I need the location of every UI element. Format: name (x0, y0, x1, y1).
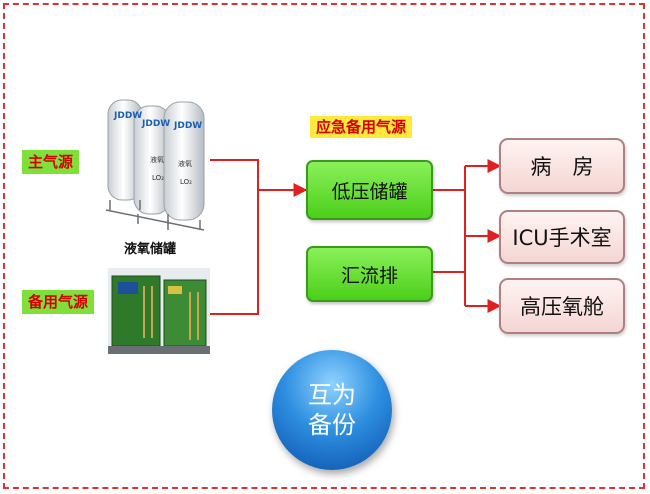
main-source-label: 主气源 (22, 150, 80, 174)
low-pressure-tank-text: 低压储罐 (331, 180, 408, 203)
tank-caption: 液氧储罐 (124, 242, 177, 257)
icu-or-text: ICU手术室 (512, 226, 612, 250)
tank-text-3: 液氧 (178, 159, 192, 168)
hyperbaric-text: 高压氧舱 (520, 295, 604, 319)
tank-badge-1: JDDW (113, 111, 142, 121)
tank-text-4: LO₂ (180, 178, 192, 186)
backup-source-connector (210, 190, 259, 315)
tank-badge-2: JDDW (141, 119, 170, 129)
tank-text-2: LO₂ (152, 174, 164, 182)
hyperbaric-node: 高压氧舱 (499, 278, 625, 334)
manifold-text: 汇流排 (340, 264, 398, 287)
backup-source-label: 备用气源 (22, 290, 95, 314)
tank-text-1: 液氧 (150, 155, 164, 164)
emergency-backup-label: 应急备用气源 (310, 116, 413, 138)
tank-badge-3: JDDW (173, 121, 202, 131)
low-pressure-tank-node: 低压储罐 (306, 160, 433, 220)
icu-or-node: ICU手术室 (499, 210, 625, 264)
ward-node: 病 房 (499, 138, 625, 194)
oxygen-generator-image (108, 268, 210, 354)
circle-line-2: 备份 (308, 411, 356, 439)
ward-text: 病 房 (530, 155, 594, 179)
liquid-oxygen-tanks-image: JDDW JDDW JDDW 液氧 LO₂ 液氧 LO₂ (105, 99, 205, 231)
main-source-connector (210, 159, 259, 190)
dashed-border-frame (3, 3, 645, 489)
manifold-node: 汇流排 (306, 246, 433, 302)
mutual-backup-circle: 互为 备份 (272, 350, 392, 470)
circle-line-1: 互为 (308, 381, 356, 409)
